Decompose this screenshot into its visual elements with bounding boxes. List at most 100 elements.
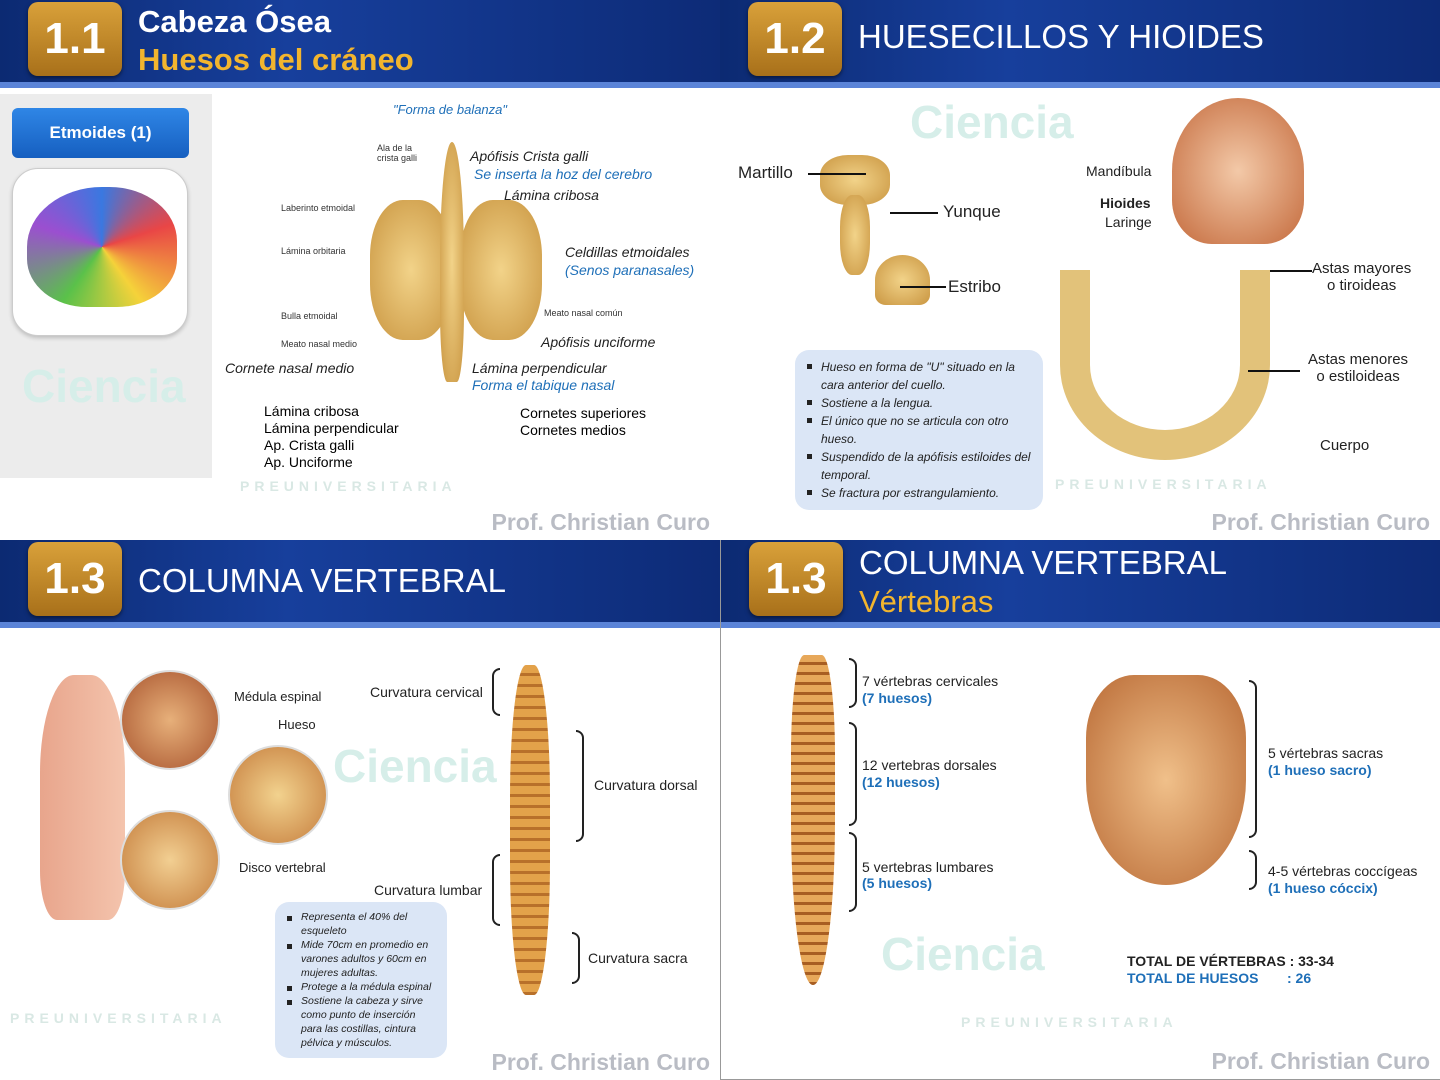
label-meato-medio: Meato nasal medio [281,339,358,349]
pointer-line [808,173,866,175]
label-sacra: Curvatura sacra [588,950,688,966]
label-cribosa: Lámina cribosa [504,187,599,203]
label-senos: (Senos paranasales) [565,262,695,278]
watermark: Ciencia [22,360,186,412]
pointer-line [1248,370,1300,372]
label-cornete: Cornete nasal medio [225,360,355,376]
label-dorsal: Curvatura dorsal [594,777,698,793]
hioides-facts: Hueso en forma de "U" situado en la cara… [795,350,1043,510]
brace [849,832,857,912]
list-item: Ap. Crista galli [264,437,355,453]
label-perpendicular: Lámina perpendicular [472,360,607,376]
list-item: Sostiene a la lengua. [805,394,1033,412]
list-item: Lámina perpendicular [264,420,399,436]
watermark: Ciencia [910,96,1074,148]
label-yunque: Yunque [943,202,1001,221]
watermark-sub: PREUNIVERSITARIA [961,1014,1178,1030]
list-item: Cornetes medios [520,422,626,438]
label-estribo: Estribo [948,277,1001,296]
brace [849,722,857,826]
slide-subtitle: Huesos del cráneo [138,42,414,77]
slide-etmoides: 1.1 Cabeza Ósea Huesos del cráneo Etmoid… [0,0,720,540]
label-lumbares: 5 vertebras lumbares [862,859,994,875]
head-neck-illustration [1172,98,1304,244]
list-item: Ap. Unciforme [264,454,353,470]
label-martillo: Martillo [738,163,793,182]
brace [492,668,500,716]
brace [572,932,580,984]
pointer-line [890,212,938,214]
footer-credit: Prof. Christian Curo [1211,509,1430,535]
slide-number: 1.2 [748,2,842,76]
label-medula: Médula espinal [234,689,322,704]
brace [849,658,857,708]
label-laberinto: Laberinto etmoidal [281,203,356,213]
label-crista: Apófisis Crista galli [470,148,589,164]
list-item: Se fractura por estrangulamiento. [805,484,1033,502]
list-item: Cornetes superiores [520,405,647,421]
label-perpendicular-note: Forma el tabique nasal [472,377,615,393]
parts-list-left: Lámina cribosa Lámina perpendicular Ap. … [264,403,399,471]
parts-list-right: Cornetes superiores Cornetes medios [520,405,646,439]
label-cuerpo: Cuerpo [1320,437,1370,454]
total-huesos-value: : 26 [1287,970,1312,986]
skull-app-icon[interactable] [12,168,188,336]
slide-vertebras: 1.3 COLUMNA VERTEBRAL Vértebras Ciencia … [720,540,1440,1080]
label-coccigeas: 4-5 vértebras coccígeas [1268,863,1418,879]
list-item: El único que no se articula con otro hue… [805,412,1033,448]
label-mandibula: Mandíbula [1086,163,1152,179]
label-disco: Disco vertebral [239,860,326,875]
label-orbitaria: Lámina orbitaria [281,246,346,256]
footer-credit: Prof. Christian Curo [491,1049,710,1075]
human-torso-illustration [40,675,125,920]
etmoides-button[interactable]: Etmoides (1) [12,108,189,158]
sacrum-illustration [1086,675,1246,885]
footer-credit: Prof. Christian Curo [1211,1048,1430,1074]
list-item: Representa el 40% del esqueleto [285,910,437,938]
ethmoid-right-labyrinth [460,200,542,340]
label-ala: Ala de la crista galli [377,143,418,163]
label-sacras: 5 vértebras sacras [1268,745,1384,761]
label-cervical: Curvatura cervical [370,684,483,700]
detail-circle-medula [120,670,220,770]
count-coccigeas: (1 hueso cóccix) [1268,880,1378,896]
slide-subtitle: Vértebras [859,584,994,619]
list-item: Protege a la médula espinal [285,980,437,994]
watermark-sub: PREUNIVERSITARIA [10,1010,227,1026]
label-meato-comun: Meato nasal común [544,308,623,318]
label-lumbar: Curvatura lumbar [374,882,483,898]
ossicle-estribo [875,255,930,305]
slide-number: 1.3 [28,542,122,616]
total-vertebras: TOTAL DE VÉRTEBRAS : 33-34 [1127,953,1334,969]
label-hueso: Hueso [278,717,316,732]
slide-title: HUESECILLOS Y HIOIDES [858,18,1264,55]
slide-number: 1.1 [28,2,122,76]
spine-illustration [510,665,550,995]
pointer-line [900,286,946,288]
label-unciforme: Apófisis unciforme [541,334,656,350]
slide-huesecillos: 1.2 HUESECILLOS Y HIOIDES Ciencia PREUNI… [720,0,1440,540]
watermark: Ciencia [333,740,497,792]
watermark-sub: PREUNIVERSITARIA [240,478,457,494]
brace [1249,680,1257,838]
label-hioides: Hioides [1100,195,1151,211]
ethmoid-left-labyrinth [370,200,452,340]
label-astas-menores: Astas menores o estiloideas [1308,351,1409,385]
total-huesos-label: TOTAL DE HUESOS [1127,970,1259,986]
count-cervicales: (7 huesos) [862,690,933,706]
ossicle-yunque [840,195,870,275]
label-cervicales: 7 vértebras cervicales [862,673,999,689]
pointer-line [1270,270,1312,272]
detail-circle-hueso [228,745,328,845]
list-item: Hueso en forma de "U" situado en la cara… [805,358,1033,394]
brace [492,854,500,926]
list-item: Lámina cribosa [264,403,359,419]
detail-circle-disco [120,810,220,910]
slide-title: Cabeza Ósea [138,4,331,39]
crista-galli-illustration [440,142,464,382]
hyoid-bone-illustration [1060,270,1270,460]
list-item: Suspendido de la apófisis estiloides del… [805,448,1033,484]
list-item: Sostiene la cabeza y sirve como punto de… [285,994,437,1050]
slide-title: COLUMNA VERTEBRAL [138,562,506,599]
vertebral-column-illustration [791,655,835,985]
